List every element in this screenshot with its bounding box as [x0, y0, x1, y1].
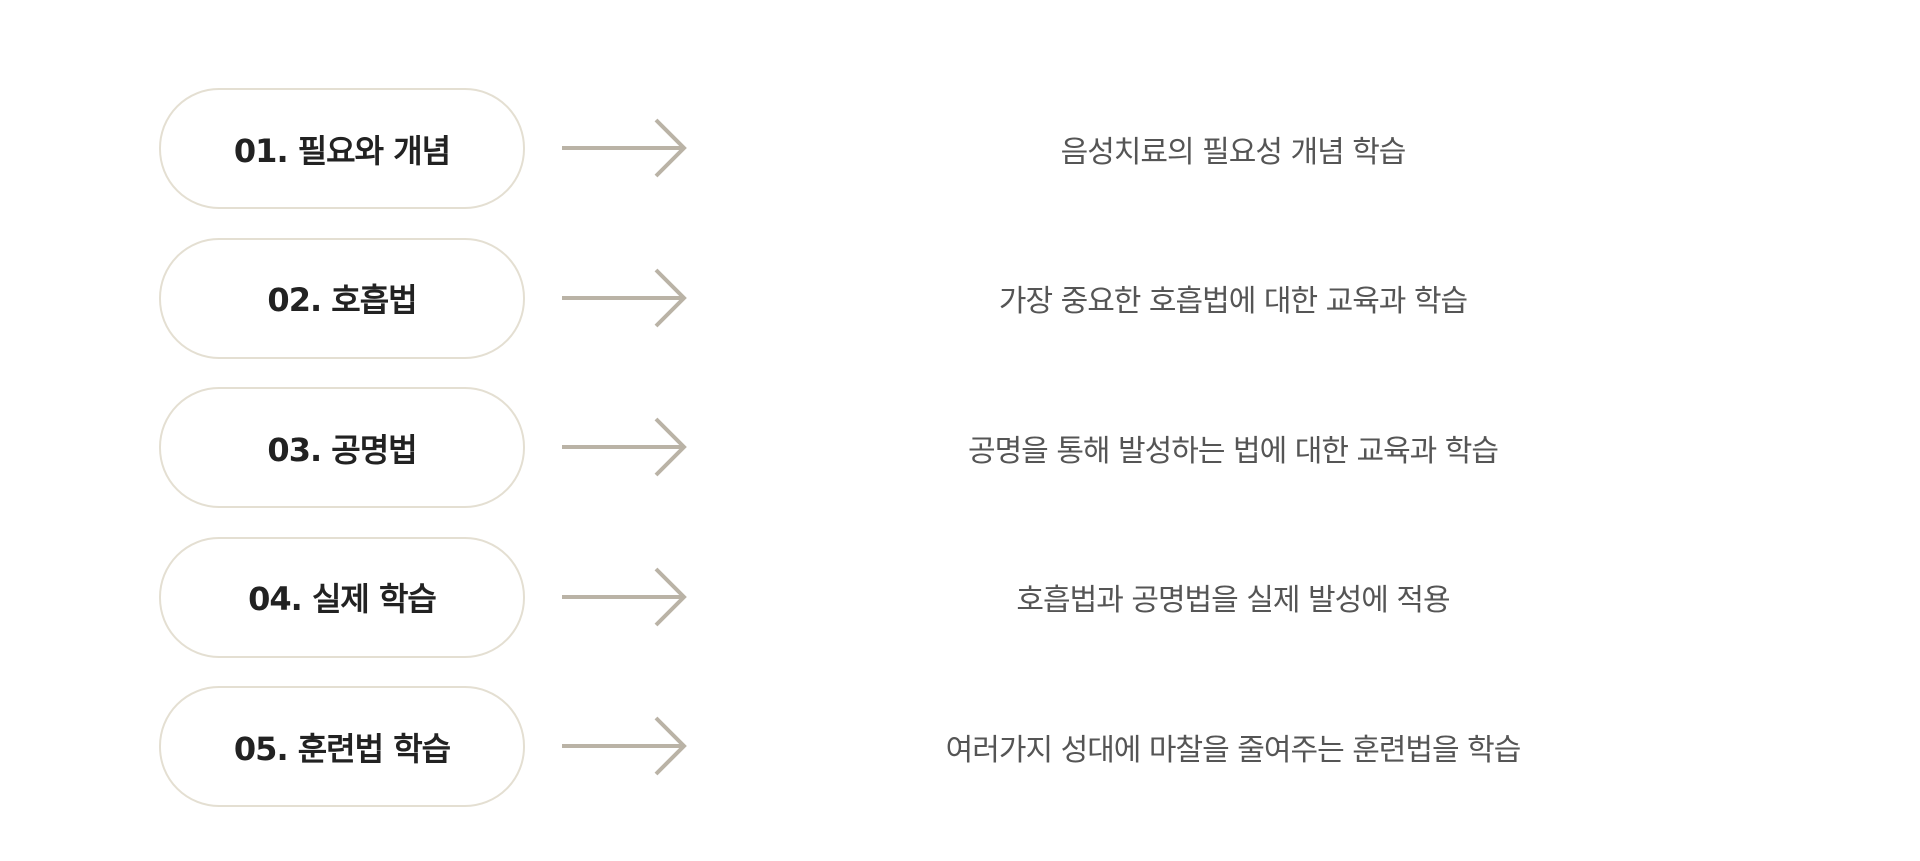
step-title-pill: 05. 훈련법 학습 [159, 686, 525, 807]
step-title-pill: 04. 실제 학습 [159, 536, 525, 658]
step-row: 02. 호흡법 가장 중요한 호흡법에 대한 교육과 학습 [0, 237, 1920, 359]
arrow-right-icon [562, 567, 687, 626]
step-title-pill: 01. 필요와 개념 [159, 88, 525, 209]
step-description: 호흡법과 공명법을 실제 발성에 적용 [1016, 583, 1450, 618]
arrow-right-icon [562, 417, 687, 477]
step-title-pill: 02. 호흡법 [159, 237, 525, 359]
step-title-pill: 03. 공명법 [159, 387, 525, 508]
step-description: 공명을 통해 발성하는 법에 대한 교육과 학습 [967, 433, 1499, 469]
step-row: 01. 필요와 개념 음성치료의 필요성 개념 학습 [0, 88, 1920, 209]
step-row: 05. 훈련법 학습 여러가지 성대에 마찰을 줄여주는 훈련법을 학습 [0, 686, 1920, 807]
arrow-right-icon [562, 118, 687, 178]
step-description: 음성치료의 필요성 개념 학습 [1060, 134, 1407, 170]
step-description: 여러가지 성대에 마찰을 줄여주는 훈련법을 학습 [945, 732, 1522, 768]
arrow-right-icon [562, 268, 687, 327]
step-description: 가장 중요한 호흡법에 대한 교육과 학습 [998, 284, 1468, 319]
arrow-right-icon [562, 716, 687, 776]
step-row: 03. 공명법 공명을 통해 발성하는 법에 대한 교육과 학습 [0, 387, 1920, 508]
step-row: 04. 실제 학습 호흡법과 공명법을 실제 발성에 적용 [0, 536, 1920, 658]
